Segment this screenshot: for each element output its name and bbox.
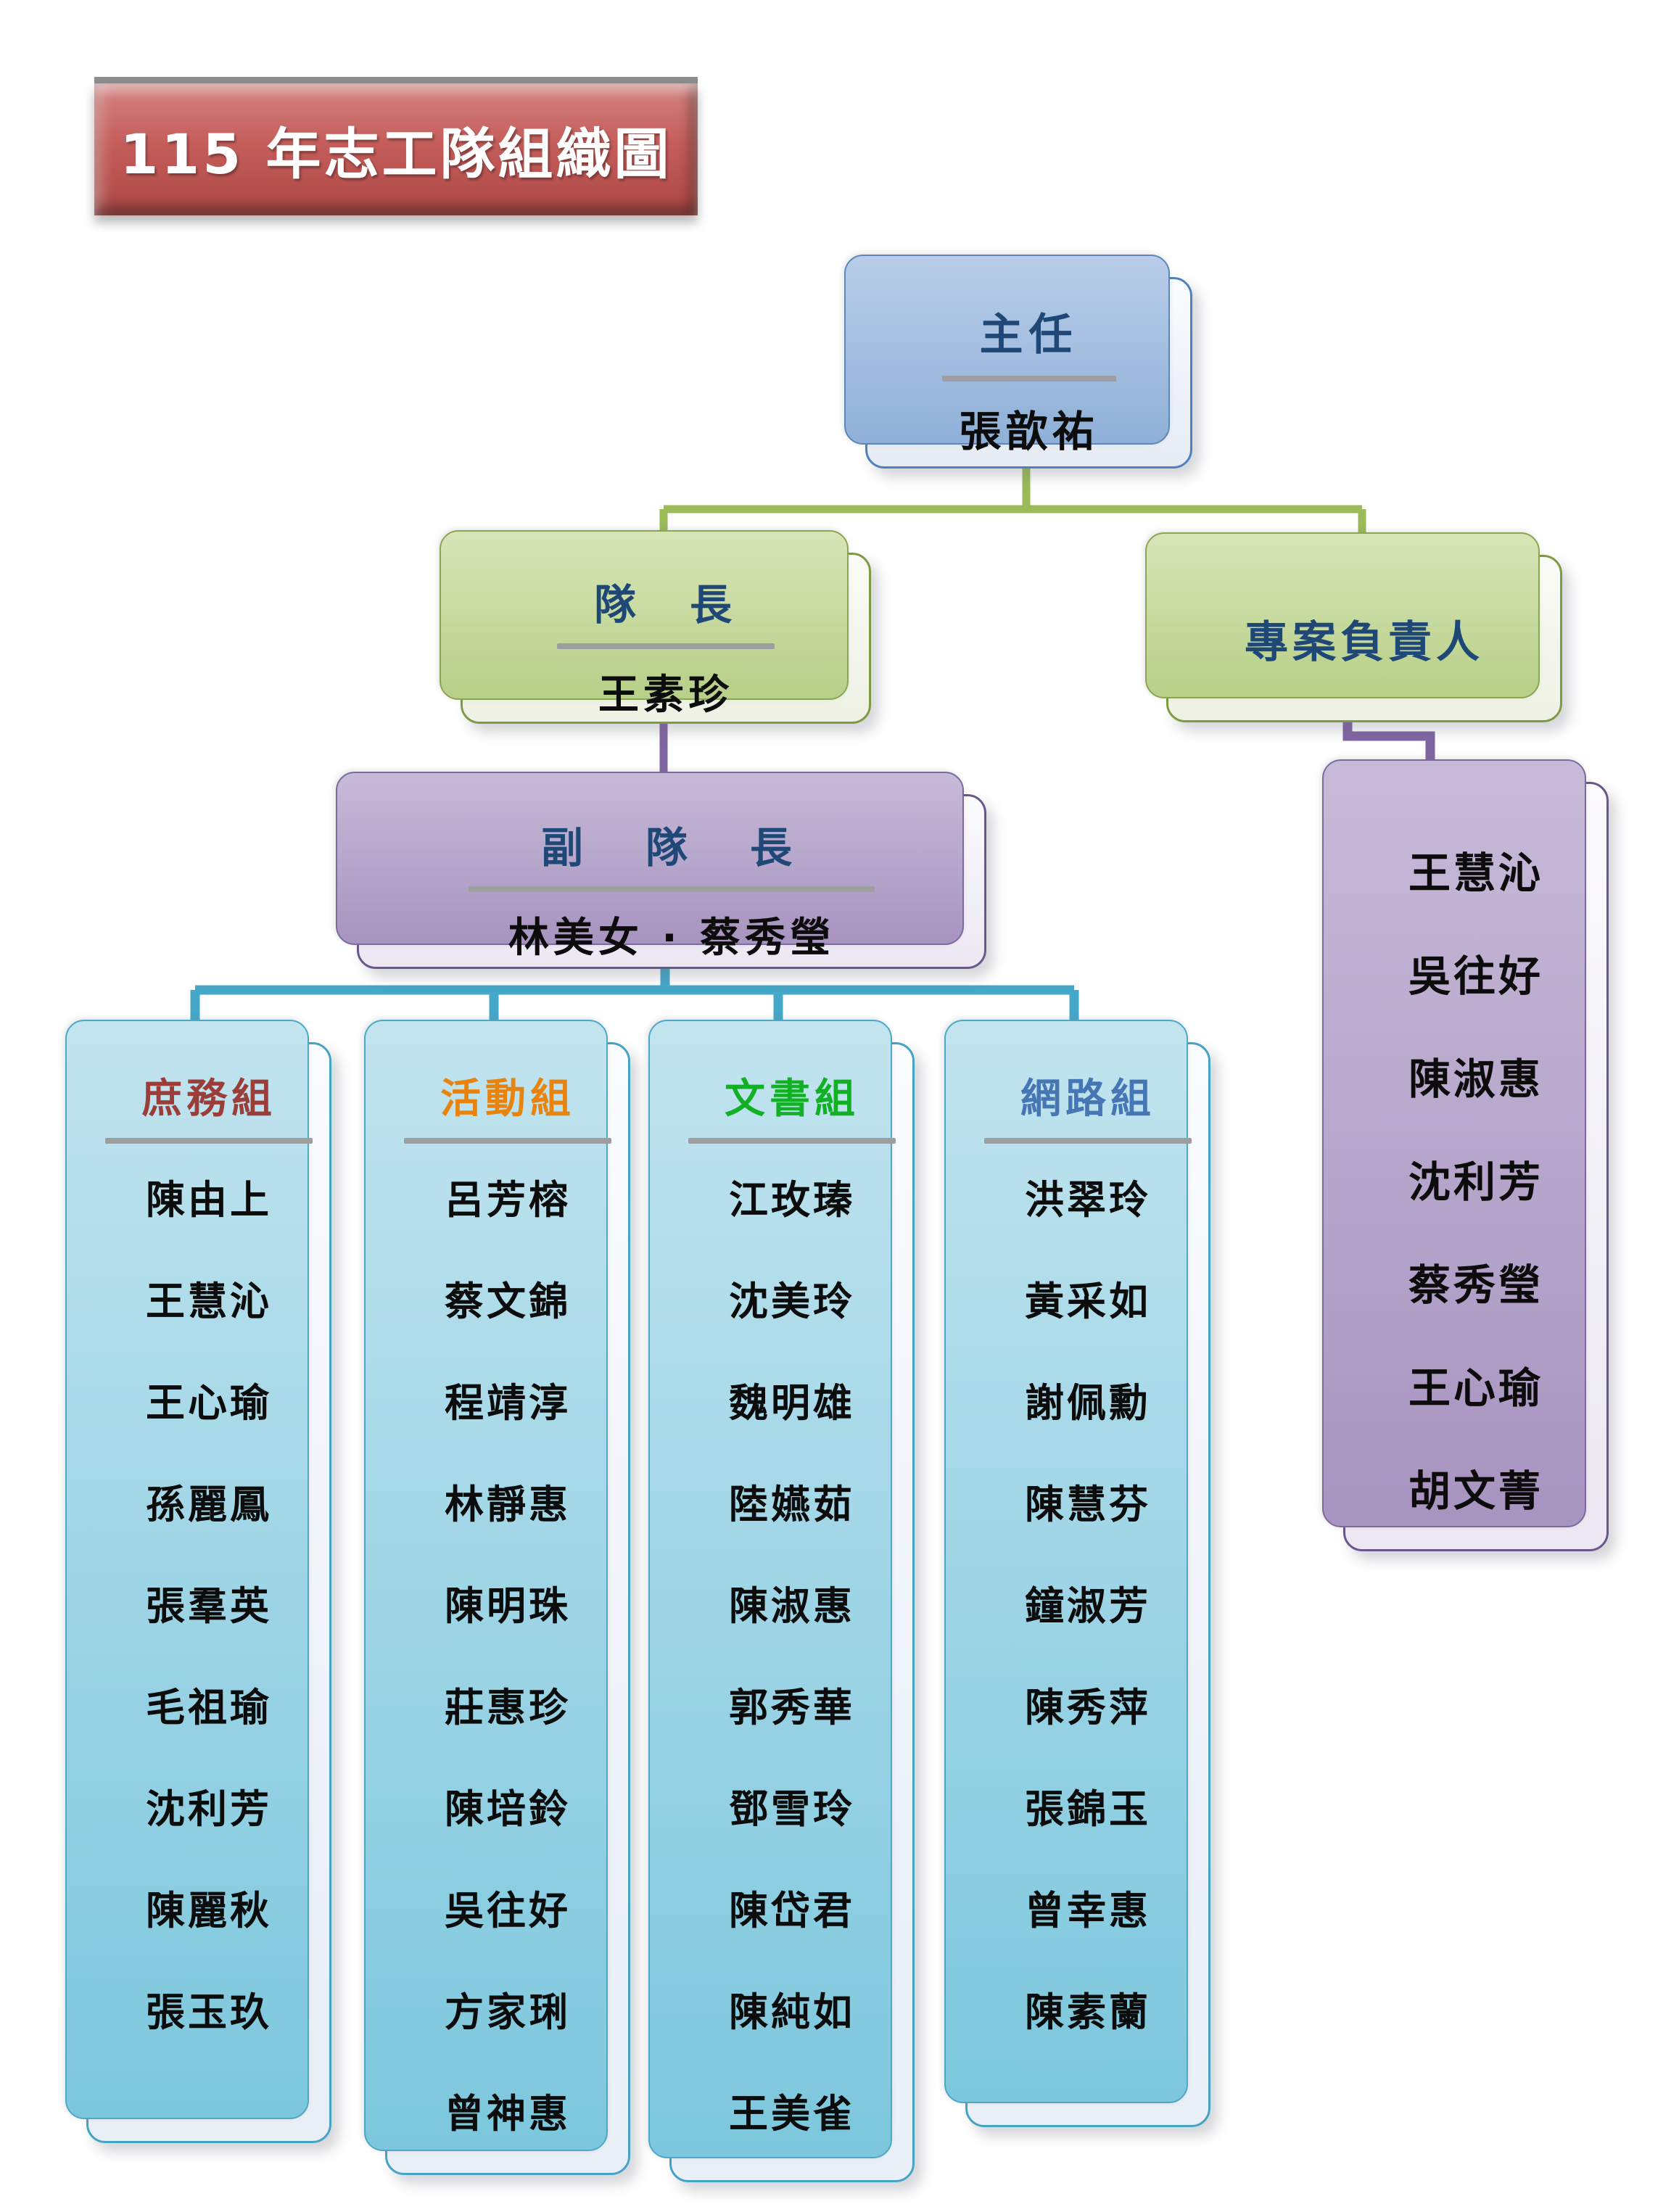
member-name: 陳明珠 [445, 1583, 571, 1629]
divider [469, 886, 875, 892]
member-name: 江玫瑧 [729, 1177, 855, 1223]
group-card-network: 網路組 洪翠玲黃采如謝佩勳陳慧芬鐘淑芳陳秀萍張錦玉曾幸惠陳素蘭 [944, 1020, 1210, 2127]
member-name: 曾神惠 [445, 2091, 571, 2137]
member-name: 蔡文錦 [445, 1279, 571, 1324]
project-lead-member-list: 王慧沁吳往好陳淑惠沈利芳蔡秀瑩王心瑜胡文菁 [1345, 784, 1606, 1543]
captain-title: 隊 長 [593, 580, 738, 630]
divider [941, 376, 1116, 381]
member-name: 陳淑惠 [729, 1583, 855, 1629]
member-name: 陳純如 [729, 1989, 855, 2035]
connector-project-lead-to-members [1342, 715, 1435, 765]
divider [404, 1138, 611, 1144]
group-title: 文書組 [725, 1076, 859, 1123]
member-name: 陳由上 [146, 1177, 272, 1223]
member-name: 陳秀萍 [1025, 1685, 1151, 1730]
project-lead-card: 專案負責人 [1145, 532, 1562, 722]
member-name: 王慧沁 [146, 1279, 272, 1324]
member-name: 曾幸惠 [1025, 1888, 1151, 1934]
member-name: 呂芳榕 [445, 1177, 571, 1223]
divider [105, 1138, 313, 1144]
member-name: 沈利芳 [1408, 1157, 1543, 1207]
group-card-documents: 文書組 江玫瑧沈美玲魏明雄陸嬿茹陳淑惠郭秀華鄧雪玲陳岱君陳純如王美雀 [648, 1020, 915, 2182]
member-name: 吳往好 [1408, 952, 1543, 1001]
member-name: 莊惠珍 [445, 1685, 571, 1730]
member-name: 毛祖瑜 [146, 1685, 272, 1730]
member-name: 陸嬿茹 [729, 1482, 855, 1527]
member-name: 黃采如 [1025, 1279, 1151, 1324]
member-name: 王美雀 [729, 2091, 855, 2137]
member-name: 王心瑜 [1408, 1363, 1543, 1413]
member-name: 魏明雄 [729, 1380, 855, 1426]
title-banner: 115 年志工隊組織圖 [94, 83, 698, 215]
member-name: 鄧雪玲 [729, 1786, 855, 1832]
member-name: 陳淑惠 [1408, 1055, 1543, 1104]
member-name: 王慧沁 [1408, 849, 1543, 898]
captain-card: 隊 長 王素珍 [440, 530, 871, 724]
divider [688, 1138, 896, 1144]
member-name: 陳麗秋 [146, 1888, 272, 1934]
member-name: 蔡秀瑩 [1408, 1260, 1543, 1310]
member-name: 吳往好 [445, 1888, 571, 1934]
group-member-list: 呂芳榕蔡文錦程靖淳林靜惠陳明珠莊惠珍陳培鈴吳往好方家琍曾神惠 [387, 1150, 628, 2165]
captain-name: 王素珍 [598, 672, 733, 719]
group-title: 庶務組 [141, 1076, 276, 1123]
project-lead-members-card: 王慧沁吳往好陳淑惠沈利芳蔡秀瑩王心瑜胡文菁 [1322, 759, 1609, 1551]
member-name: 王心瑜 [146, 1380, 272, 1426]
member-name: 張錦玉 [1025, 1786, 1151, 1832]
member-name: 陳慧芬 [1025, 1482, 1151, 1527]
divider [557, 643, 775, 649]
group-card-general-affairs: 庶務組 陳由上王慧沁王心瑜孫麗鳳張羣英毛祖瑜沈利芳陳麗秋張玉玖 [65, 1020, 331, 2143]
vice-captain-name: 林美女 · 蔡秀瑩 [508, 915, 836, 962]
member-name: 陳培鈴 [445, 1786, 571, 1832]
director-card: 主任 張歆祐 [844, 255, 1192, 469]
member-name: 陳素蘭 [1025, 1989, 1151, 2035]
connector-director-to-level2 [659, 464, 1366, 542]
member-name: 張羣英 [146, 1583, 272, 1629]
group-title: 活動組 [440, 1076, 575, 1123]
member-name: 方家琍 [445, 1989, 571, 2035]
group-member-list: 洪翠玲黃采如謝佩勳陳慧芬鐘淑芳陳秀萍張錦玉曾幸惠陳素蘭 [968, 1150, 1208, 2063]
page-title: 115 年志工隊組織圖 [120, 122, 672, 186]
member-name: 鐘淑芳 [1025, 1583, 1151, 1629]
member-name: 郭秀華 [729, 1685, 855, 1730]
vice-captain-title: 副 隊 長 [540, 823, 802, 872]
divider [984, 1138, 1192, 1144]
member-name: 胡文菁 [1408, 1466, 1543, 1516]
director-title: 主任 [979, 310, 1078, 360]
vice-captain-card: 副 隊 長 林美女 · 蔡秀瑩 [336, 772, 986, 969]
banner-top-edge [94, 77, 698, 83]
member-name: 謝佩勳 [1025, 1380, 1151, 1426]
member-name: 沈美玲 [729, 1279, 855, 1324]
group-member-list: 江玫瑧沈美玲魏明雄陸嬿茹陳淑惠郭秀華鄧雪玲陳岱君陳純如王美雀 [672, 1150, 912, 2165]
member-name: 林靜惠 [445, 1482, 571, 1527]
member-name: 陳岱君 [729, 1888, 855, 1934]
connector-vice-captain-to-groups [190, 963, 1079, 1026]
project-lead-title: 專案負責人 [1245, 617, 1484, 668]
member-name: 程靖淳 [445, 1380, 571, 1426]
group-member-list: 陳由上王慧沁王心瑜孫麗鳳張羣英毛祖瑜沈利芳陳麗秋張玉玖 [88, 1150, 329, 2063]
member-name: 孫麗鳳 [146, 1482, 272, 1527]
member-name: 洪翠玲 [1025, 1177, 1151, 1223]
member-name: 張玉玖 [146, 1989, 272, 2035]
group-card-activities: 活動組 呂芳榕蔡文錦程靖淳林靜惠陳明珠莊惠珍陳培鈴吳往好方家琍曾神惠 [364, 1020, 630, 2175]
director-name: 張歆祐 [959, 407, 1099, 456]
group-title: 網路組 [1020, 1076, 1155, 1123]
member-name: 沈利芳 [146, 1786, 272, 1832]
